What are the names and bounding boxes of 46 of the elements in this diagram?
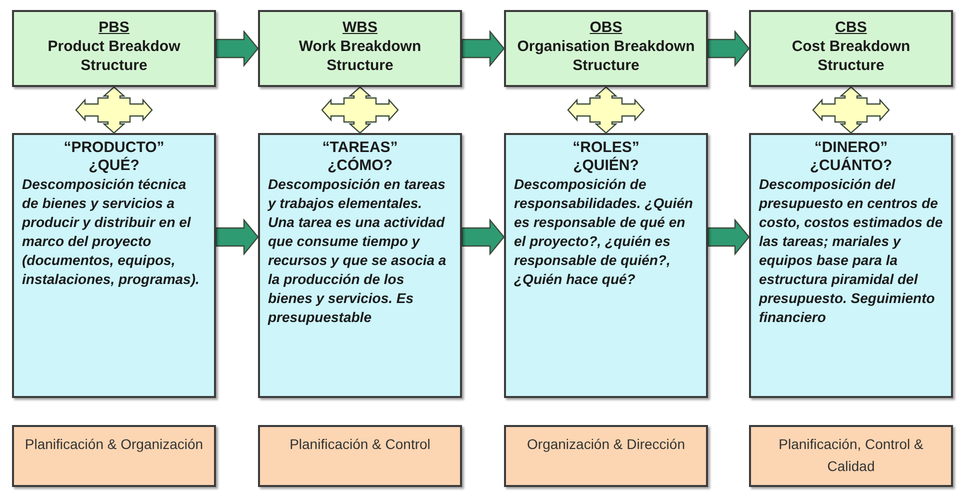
structure-box (504, 10, 708, 87)
structure-name: Work Breakdown Structure (298, 37, 422, 75)
block-arrow (707, 30, 750, 68)
description-text: Descomposición del presupuesto en centros de costo, costos estimados de las tareas; mariales y equipos base para la estructura piramidal del presupuesto. Seguimiento financiero (759, 175, 943, 327)
keyword: “PRODUCTO” (62, 139, 166, 156)
description-box (12, 133, 216, 398)
acronym: OBS (588, 18, 624, 37)
function-box (749, 425, 953, 487)
acronym: CBS (834, 18, 868, 37)
four-way-arrow (812, 86, 890, 134)
description-text: Descomposición de responsabilidades. ¿Quién es responsable de qué en el proyecto?, ¿quién es responsable de quién?, ¿Quién hace qué? (514, 175, 694, 289)
description-text: Descomposición técnica de bienes y servicios a producir y distribuir en el marco del proyecto (documentos, equipos, instalaciones, programas). (22, 175, 200, 289)
description-box (504, 133, 708, 398)
question: ¿CÓMO? (326, 157, 394, 175)
keyword: “TAREAS” (321, 139, 399, 156)
four-way-arrow (321, 86, 399, 134)
structure-name: Product Breakdow Structure (46, 37, 182, 75)
acronym: PBS (98, 18, 130, 37)
function-box (12, 425, 216, 487)
structure-name: Organisation Breakdown Structure (516, 37, 696, 75)
description-box (258, 133, 462, 398)
four-way-arrow (567, 86, 645, 134)
block-arrow (215, 30, 259, 68)
structure-box (12, 10, 216, 87)
function-text: Planificación, Control & Calidad (778, 435, 924, 476)
question: ¿QUÉ? (88, 157, 140, 175)
question: ¿CUÁNTO? (808, 157, 894, 175)
description-box (749, 133, 953, 398)
function-box (258, 425, 462, 487)
function-box (504, 425, 708, 487)
four-way-arrow (75, 86, 153, 134)
keyword: “ROLES” (572, 139, 640, 156)
structure-name: Cost Breakdown Structure (790, 37, 912, 75)
keyword: “DINERO” (813, 139, 889, 156)
block-arrow (215, 218, 259, 256)
function-text: Planificación & Control (288, 435, 432, 454)
block-arrow (707, 218, 750, 256)
structure-box (749, 10, 953, 87)
description-text: Descomposición en tareas y trabajos elementales. Una tarea es una actividad que consume tiempo y recursos y que se asocia a la producción de los bienes y servicios. Es presupuestable (268, 175, 448, 327)
acronym: WBS (342, 18, 378, 37)
question: ¿QUIÉN? (572, 157, 640, 175)
block-arrow (461, 30, 505, 68)
block-arrow (461, 218, 505, 256)
function-text: Organización & Dirección (526, 435, 686, 454)
function-text: Planificación & Organización (24, 435, 204, 454)
structure-box (258, 10, 462, 87)
